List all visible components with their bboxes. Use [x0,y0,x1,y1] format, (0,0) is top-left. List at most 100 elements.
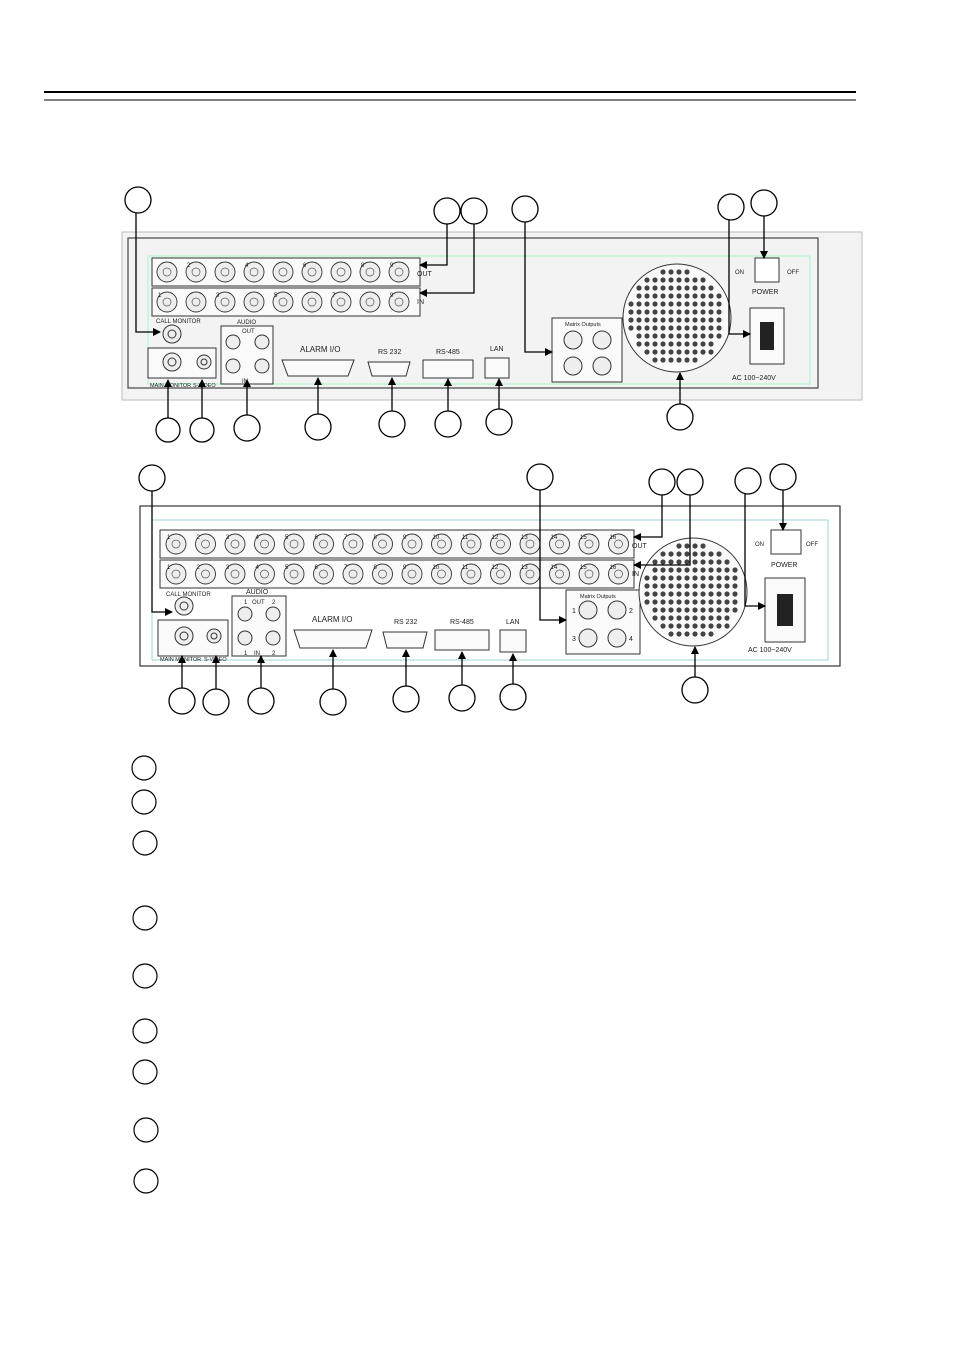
top-lan-label: LAN [490,346,504,353]
bottom-ac-inlet [764,577,806,643]
top-out-label: OUT [417,271,433,278]
matrix-num-3: 3 [572,636,576,643]
bottom-off-label: OFF [806,542,818,548]
top-fan-holes [628,269,722,363]
bottom-out-bnc-15 [578,533,600,555]
bottom-in-bnc-16 [608,563,629,585]
top-alarm-label: ALARM I/O [300,345,340,354]
top-in-bnc-5 [272,291,294,313]
bottom-in-channel-number: 8 [374,565,378,571]
bottom-in-bnc-10 [431,563,452,585]
bottom-alarm-label: ALARM I/O [312,615,352,624]
bottom-in-channel-number: 1 [167,565,171,571]
legend-marker-8 [133,1117,159,1143]
bottom-in-bnc-3 [224,563,246,585]
bottom-in-channel-number: 13 [521,565,528,571]
matrix-num-4: 4 [629,636,633,643]
top-in-bnc-1 [156,291,178,313]
top-main-monitor-label: MAIN MONITOR [150,383,191,389]
bottom-in-bnc-7 [342,563,364,585]
top-rs232-label: RS 232 [378,349,401,356]
legend-marker-5 [132,963,158,989]
bottom-in-channel-number: 15 [580,565,587,571]
bottom-in-bnc-15 [578,563,600,585]
bottom-out-channel-number: 11 [462,535,469,541]
legend-marker-9 [133,1168,159,1194]
top-callouts [124,186,778,443]
bottom-audio-1-bottom: 1 [244,651,248,657]
bottom-out-bnc-11 [460,533,482,555]
top-matrix-label: Matrix Outputs [565,322,601,328]
top-in-channel-number: 7 [332,293,336,299]
bottom-out-label: OUT [632,543,648,550]
bottom-in-channel-number: 4 [256,565,260,571]
top-out-channel-number: 8 [361,263,365,269]
bottom-out-bnc-2 [195,533,216,555]
bottom-in-bnc-14 [549,563,570,585]
bottom-in-bnc-2 [195,563,216,585]
bottom-rs485-label: RS-485 [450,619,474,626]
top-audio-label: AUDIO [237,320,256,326]
bottom-out-bnc-8 [372,533,393,555]
top-call-monitor-label: CALL MONITOR [156,319,201,325]
bottom-callouts [138,463,797,716]
bottom-main-monitor-label: MAIN MONITOR [160,657,201,663]
bottom-in-channel-number: 16 [610,565,617,571]
top-off-label: OFF [787,270,799,276]
legend-marker-7 [132,1059,158,1085]
legend-callouts [131,755,159,1194]
bottom-in-bnc-12 [490,563,511,585]
bottom-matrix-label: Matrix Outputs [580,594,616,600]
legend-marker-4 [132,905,158,931]
top-out-channel-number: 2 [187,263,191,269]
bottom-out-channel-number: 12 [492,535,499,541]
top-in-bnc-8 [359,291,381,313]
top-power-label: POWER [752,289,778,296]
top-in-bnc-2 [185,291,207,313]
bottom-out-channel-number: 1 [167,535,171,541]
top-out-channel-number: 4 [245,263,249,269]
bottom-in-channel-number: 2 [197,565,201,571]
top-out-bnc-4 [243,261,265,283]
bottom-out-channel-number: 6 [315,535,319,541]
top-in-bnc-7 [330,291,352,313]
top-out-bnc-7 [330,261,352,283]
top-in-channel-number: 1 [158,293,162,299]
top-out-bnc-8 [359,261,381,283]
top-in-bnc-3 [214,291,236,313]
bottom-out-bnc-9 [401,533,423,555]
legend-marker-1 [131,755,157,781]
top-in-bnc-9 [388,291,410,313]
bottom-lan-label: LAN [506,619,520,626]
top-in-bnc-6 [301,291,323,313]
bottom-out-channel-number: 14 [551,535,558,541]
top-out-channel-number: 6 [303,263,307,269]
legend-marker-3 [132,830,158,856]
bottom-out-bnc-6 [313,533,334,555]
bottom-out-channel-number: 8 [374,535,378,541]
bottom-out-bnc-3 [224,533,246,555]
bottom-out-bnc-16 [608,533,629,555]
bottom-audio-in-label: IN [254,651,260,657]
bottom-out-bnc-1 [165,533,187,555]
top-out-bnc-9 [388,261,410,283]
bottom-out-bnc-7 [342,533,364,555]
top-power-switch [754,257,780,283]
bottom-out-bnc-14 [549,533,570,555]
bottom-out-bnc-5 [283,533,305,555]
bottom-out-channel-number: 4 [256,535,260,541]
top-out-bnc-3 [214,261,236,283]
top-in-bnc-4 [243,291,265,313]
bottom-audio-out-label: OUT [252,600,265,606]
bottom-out-bnc-10 [431,533,452,555]
bottom-ac-label: AC 100~240V [748,647,792,654]
top-rs485-label: RS-485 [436,349,460,356]
matrix-num-1: 1 [572,608,576,615]
bottom-out-bnc-4 [254,533,275,555]
bottom-audio-1-top: 1 [244,600,248,606]
